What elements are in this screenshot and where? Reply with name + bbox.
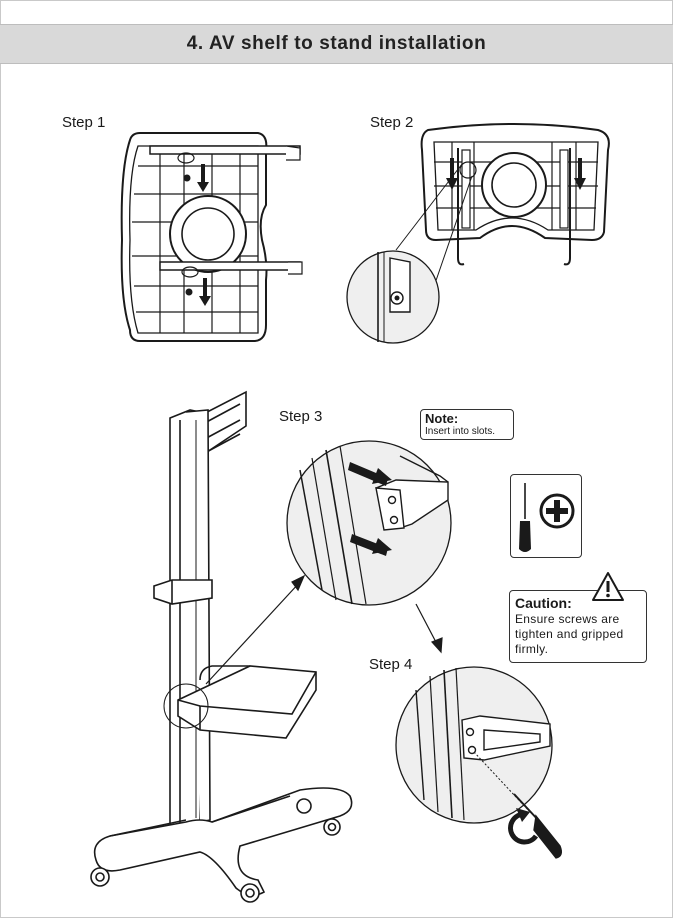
note-text: Insert into slots. — [425, 426, 496, 437]
step-4-label: Step 4 — [369, 656, 413, 673]
step-2-label: Step 2 — [370, 114, 414, 131]
caution-text: Ensure screws are tighten and gripped fi… — [515, 612, 624, 656]
rotate-arrow-icon — [508, 808, 539, 845]
page-title: 4. AV shelf to stand installation — [186, 33, 487, 54]
warning-icon — [592, 572, 624, 601]
caution-callout: Caution: Ensure screws are tighten and g… — [509, 590, 647, 663]
step-1-label: Step 1 — [62, 114, 106, 131]
section-header: 4. AV shelf to stand installation — [0, 24, 673, 64]
note-title: Note — [425, 411, 454, 426]
note-callout: Note: Insert into slots. — [420, 409, 514, 440]
screwdriver-icon — [519, 483, 531, 552]
step-2-zoom-bubble — [346, 250, 440, 344]
caution-title: Caution: — [515, 595, 572, 611]
phillips-screw-icon — [539, 493, 575, 529]
step-3-label: Step 3 — [279, 408, 323, 425]
note-colon: : — [453, 411, 459, 426]
tool-requirement-box — [510, 474, 582, 558]
